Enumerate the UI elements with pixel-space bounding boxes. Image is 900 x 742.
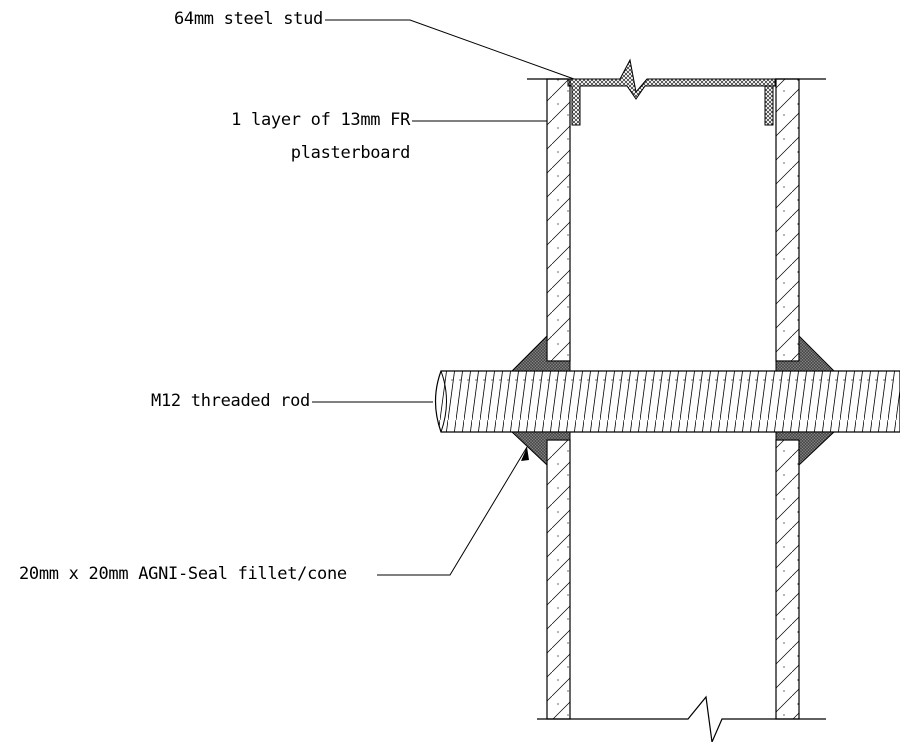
- sealant-fillets: [510, 334, 836, 467]
- plasterboard-label-line1: 1 layer of 13mm FR: [231, 110, 410, 130]
- seal-right-top: [775, 334, 836, 372]
- left-plasterboard-lower: [546, 439, 571, 720]
- left-plasterboard-upper: [546, 78, 571, 362]
- steel-stud-label: 64mm steel stud: [173, 9, 323, 29]
- steel-stud: [567, 58, 776, 126]
- seal-left-top: [510, 334, 571, 372]
- seal-leader-arrowhead: [521, 447, 529, 461]
- seal-right-bottom: [775, 431, 836, 467]
- bottom-break-line: [537, 695, 826, 742]
- plasterboard-label-line2: plasterboard: [290, 143, 411, 163]
- threaded-rod: [434, 370, 900, 433]
- right-plasterboard-lower: [775, 439, 800, 720]
- threaded-rod-label: M12 threaded rod: [151, 391, 310, 411]
- seal-label: 20mm x 20mm AGNI-Seal fillet/cone: [19, 564, 347, 584]
- leader-lines: [312, 19, 575, 576]
- leader-seal: [377, 446, 528, 576]
- seal-left-bottom: [510, 431, 571, 467]
- leader-steel-stud: [325, 19, 575, 80]
- right-plasterboard-upper: [775, 78, 800, 362]
